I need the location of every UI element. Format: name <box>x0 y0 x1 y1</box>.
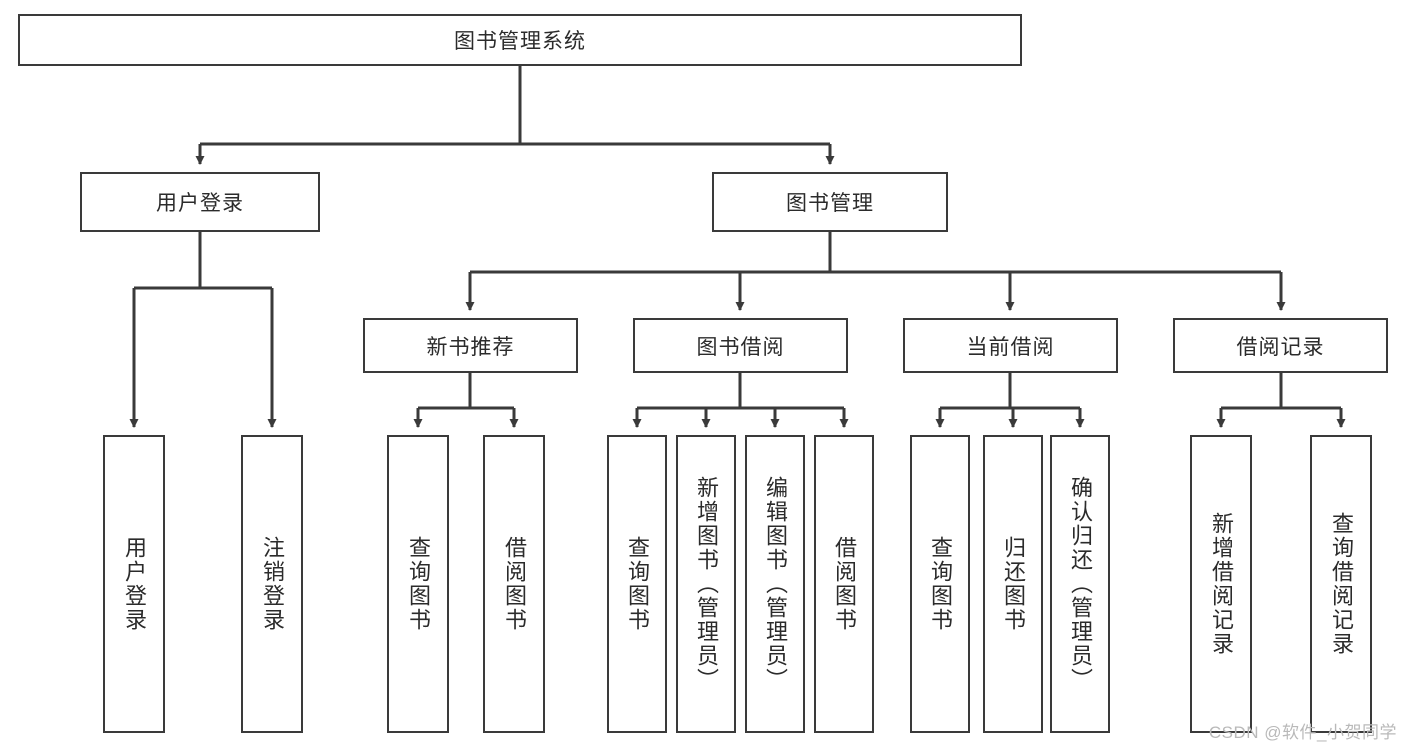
node-leaf-user-login-label: 用户登录 <box>121 536 147 632</box>
csdn-watermark: CSDN @软件_小贺同学 <box>1208 723 1397 742</box>
node-book-borrow-label: 图书借阅 <box>696 335 785 359</box>
node-leaf-edit-book[interactable]: 编辑图书（管理员） <box>745 435 805 733</box>
node-leaf-query-book-1-label: 查询图书 <box>405 536 431 632</box>
node-user-login[interactable]: 用户登录 <box>80 172 320 232</box>
node-leaf-query-book-3-label: 查询图书 <box>927 536 953 632</box>
node-leaf-borrow-book-2-label: 借阅图书 <box>831 536 857 632</box>
node-leaf-edit-book-label: 编辑图书（管理员） <box>762 476 788 692</box>
node-book-management-label: 图书管理 <box>786 192 874 215</box>
node-leaf-query-book-2[interactable]: 查询图书 <box>607 435 667 733</box>
node-leaf-add-book-label: 新增图书（管理员） <box>693 476 719 692</box>
node-new-book-recommend-label: 新书推荐 <box>426 335 515 359</box>
node-leaf-add-record[interactable]: 新增借阅记录 <box>1190 435 1252 733</box>
node-leaf-query-book-2-label: 查询图书 <box>624 536 650 632</box>
node-user-login-label: 用户登录 <box>156 192 244 215</box>
node-borrow-record-label: 借阅记录 <box>1236 335 1325 359</box>
node-leaf-logout-label: 注销登录 <box>259 536 285 632</box>
node-root[interactable]: 图书管理系统 <box>18 14 1022 66</box>
node-book-borrow[interactable]: 图书借阅 <box>633 318 848 373</box>
node-leaf-add-book[interactable]: 新增图书（管理员） <box>676 435 736 733</box>
node-leaf-query-record[interactable]: 查询借阅记录 <box>1310 435 1372 733</box>
node-leaf-logout[interactable]: 注销登录 <box>241 435 303 733</box>
node-leaf-confirm-return[interactable]: 确认归还（管理员） <box>1050 435 1110 733</box>
node-leaf-borrow-book-2[interactable]: 借阅图书 <box>814 435 874 733</box>
node-leaf-return-book[interactable]: 归还图书 <box>983 435 1043 733</box>
node-leaf-borrow-book-1-label: 借阅图书 <box>501 536 527 632</box>
node-leaf-return-book-label: 归还图书 <box>1000 536 1026 632</box>
node-leaf-query-record-label: 查询借阅记录 <box>1328 512 1354 656</box>
node-current-borrow[interactable]: 当前借阅 <box>903 318 1118 373</box>
node-leaf-user-login[interactable]: 用户登录 <box>103 435 165 733</box>
node-current-borrow-label: 当前借阅 <box>966 335 1055 359</box>
node-leaf-query-book-1[interactable]: 查询图书 <box>387 435 449 733</box>
node-borrow-record[interactable]: 借阅记录 <box>1173 318 1388 373</box>
node-leaf-add-record-label: 新增借阅记录 <box>1208 512 1234 656</box>
node-leaf-borrow-book-1[interactable]: 借阅图书 <box>483 435 545 733</box>
node-root-label: 图书管理系统 <box>454 30 586 53</box>
node-leaf-query-book-3[interactable]: 查询图书 <box>910 435 970 733</box>
node-new-book-recommend[interactable]: 新书推荐 <box>363 318 578 373</box>
node-book-management[interactable]: 图书管理 <box>712 172 948 232</box>
node-leaf-confirm-return-label: 确认归还（管理员） <box>1067 476 1093 692</box>
